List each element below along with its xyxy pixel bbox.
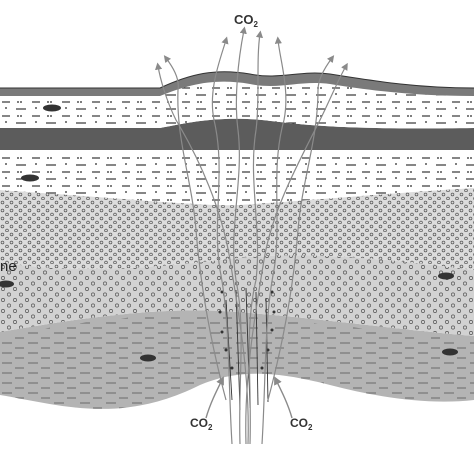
silt-sand-pattern: [0, 152, 474, 206]
upper-clay-pattern: [0, 81, 474, 129]
lens-sand-right: [438, 272, 454, 280]
fracture-zone-dots: [218, 290, 276, 370]
lower-basin-white: [0, 373, 474, 474]
co2-bottom-right-label: CO2: [290, 416, 313, 432]
co2-bottom-left-label: CO2: [190, 416, 213, 432]
co2-top-label: CO2: [234, 12, 259, 29]
co2-migration-pathways: [155, 26, 348, 445]
sandstone-upper-circles: [0, 188, 474, 270]
lens-bottom-right: [442, 348, 458, 356]
ground-surface-line: [0, 71, 474, 89]
lens-upper-left: [43, 104, 61, 112]
sandstone-lower-circles: [0, 255, 474, 336]
lens-sand-left: [0, 280, 14, 288]
co2-inflow-arrows: [205, 376, 293, 419]
soil-surface-band: [0, 71, 474, 96]
lens-bottom-center: [140, 354, 156, 362]
dark-shale-band: [0, 118, 474, 150]
lens-silt-left: [21, 174, 39, 182]
zone-label-partial: ne: [0, 258, 17, 275]
